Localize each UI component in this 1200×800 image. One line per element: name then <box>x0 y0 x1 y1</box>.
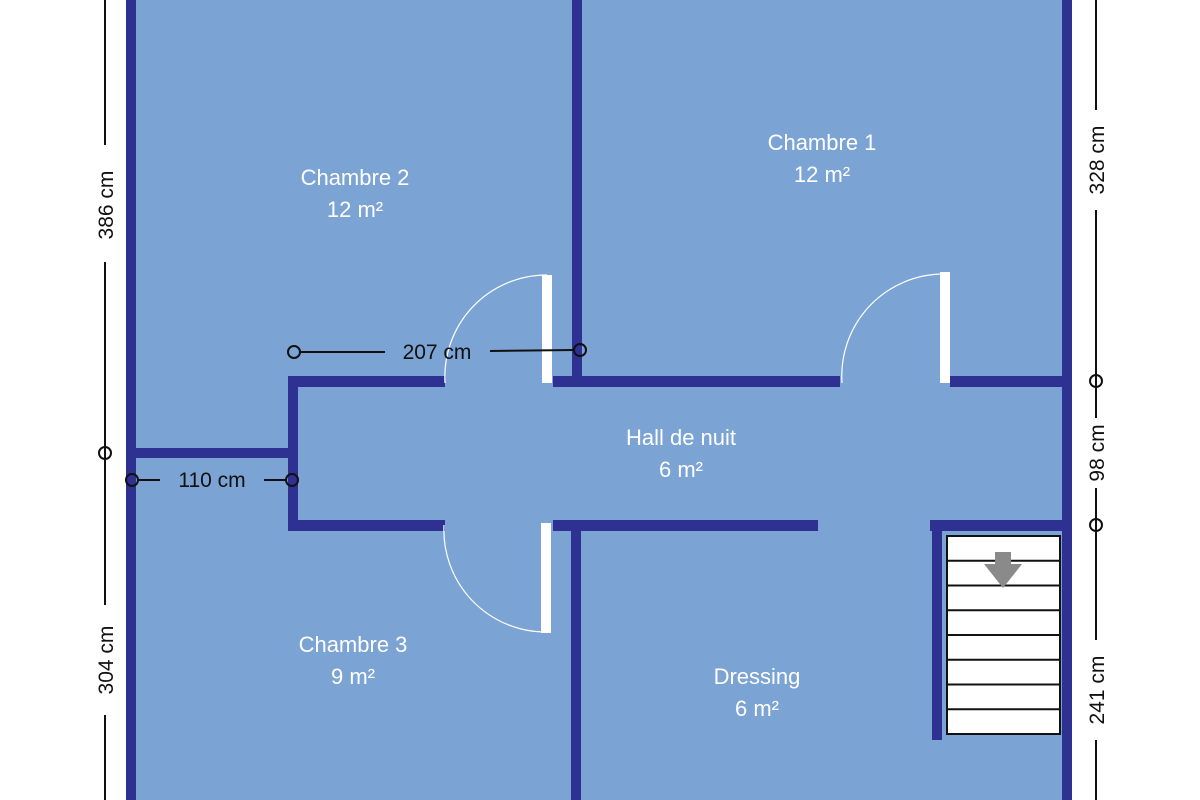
door-chambre3 <box>443 523 551 633</box>
staircase <box>946 535 1061 735</box>
hall-top-wall-right <box>950 376 1066 387</box>
door-swing-arc <box>841 273 945 384</box>
hall-bottom-wall-right <box>930 520 1066 531</box>
door-chambre1 <box>841 272 950 384</box>
hall-bottom-wall-left <box>288 520 445 531</box>
room-name-chambre-1: Chambre 1 <box>768 130 877 155</box>
room-area-chambre-1: 12 m² <box>794 162 850 187</box>
hall-bottom-wall-middle <box>553 520 818 531</box>
dimension-marker <box>98 446 112 460</box>
dimension-hall-top-label: 207 cm <box>403 341 472 364</box>
room-area-chambre-3: 9 m² <box>331 664 375 689</box>
wall-chambre2-chambre3 <box>131 448 293 458</box>
outer-wall-right <box>1062 0 1072 800</box>
dimension-left-top: 386 cm <box>95 171 118 240</box>
dimension-right-middle: 98 cm <box>1086 424 1109 481</box>
floor-area <box>131 0 1067 800</box>
dimension-left-bottom: 304 cm <box>95 626 118 695</box>
outer-wall-left <box>126 0 136 800</box>
hall-top-wall-middle <box>553 376 840 387</box>
dimension-right-top: 328 cm <box>1086 126 1109 195</box>
dimension-right: 328 cm 98 cm 241 cm <box>1086 0 1109 800</box>
room-area-hall: 6 m² <box>659 457 703 482</box>
stair-wall <box>932 522 942 740</box>
walls <box>126 0 1072 800</box>
dimension-hall-left: 110 cm <box>125 469 299 492</box>
dimension-hall-top: 207 cm <box>287 341 587 364</box>
door-swing-arc <box>443 524 547 633</box>
door-leaf <box>541 523 551 633</box>
room-name-chambre-2: Chambre 2 <box>301 165 410 190</box>
stair-down-arrow-icon <box>984 552 1022 588</box>
dimension-marker <box>1089 518 1103 532</box>
door-chambre2 <box>444 274 552 384</box>
dimension-right-bottom: 241 cm <box>1086 656 1109 725</box>
room-area-dressing: 6 m² <box>735 696 779 721</box>
door-leaf <box>542 275 552 383</box>
door-leaf <box>940 272 950 383</box>
dimension-left: 386 cm 304 cm <box>95 0 118 800</box>
room-name-hall: Hall de nuit <box>626 425 736 450</box>
room-name-chambre-3: Chambre 3 <box>299 632 408 657</box>
room-name-dressing: Dressing <box>714 664 801 689</box>
door-swing-arc <box>444 274 548 384</box>
hall-top-wall-left <box>288 376 445 387</box>
dimension-hall-left-label: 110 cm <box>178 469 245 492</box>
wall-chambre3-dressing <box>571 526 581 800</box>
room-area-chambre-2: 12 m² <box>327 197 383 222</box>
dimension-marker <box>1089 374 1103 388</box>
wall-chambre2-chambre1 <box>572 0 582 382</box>
